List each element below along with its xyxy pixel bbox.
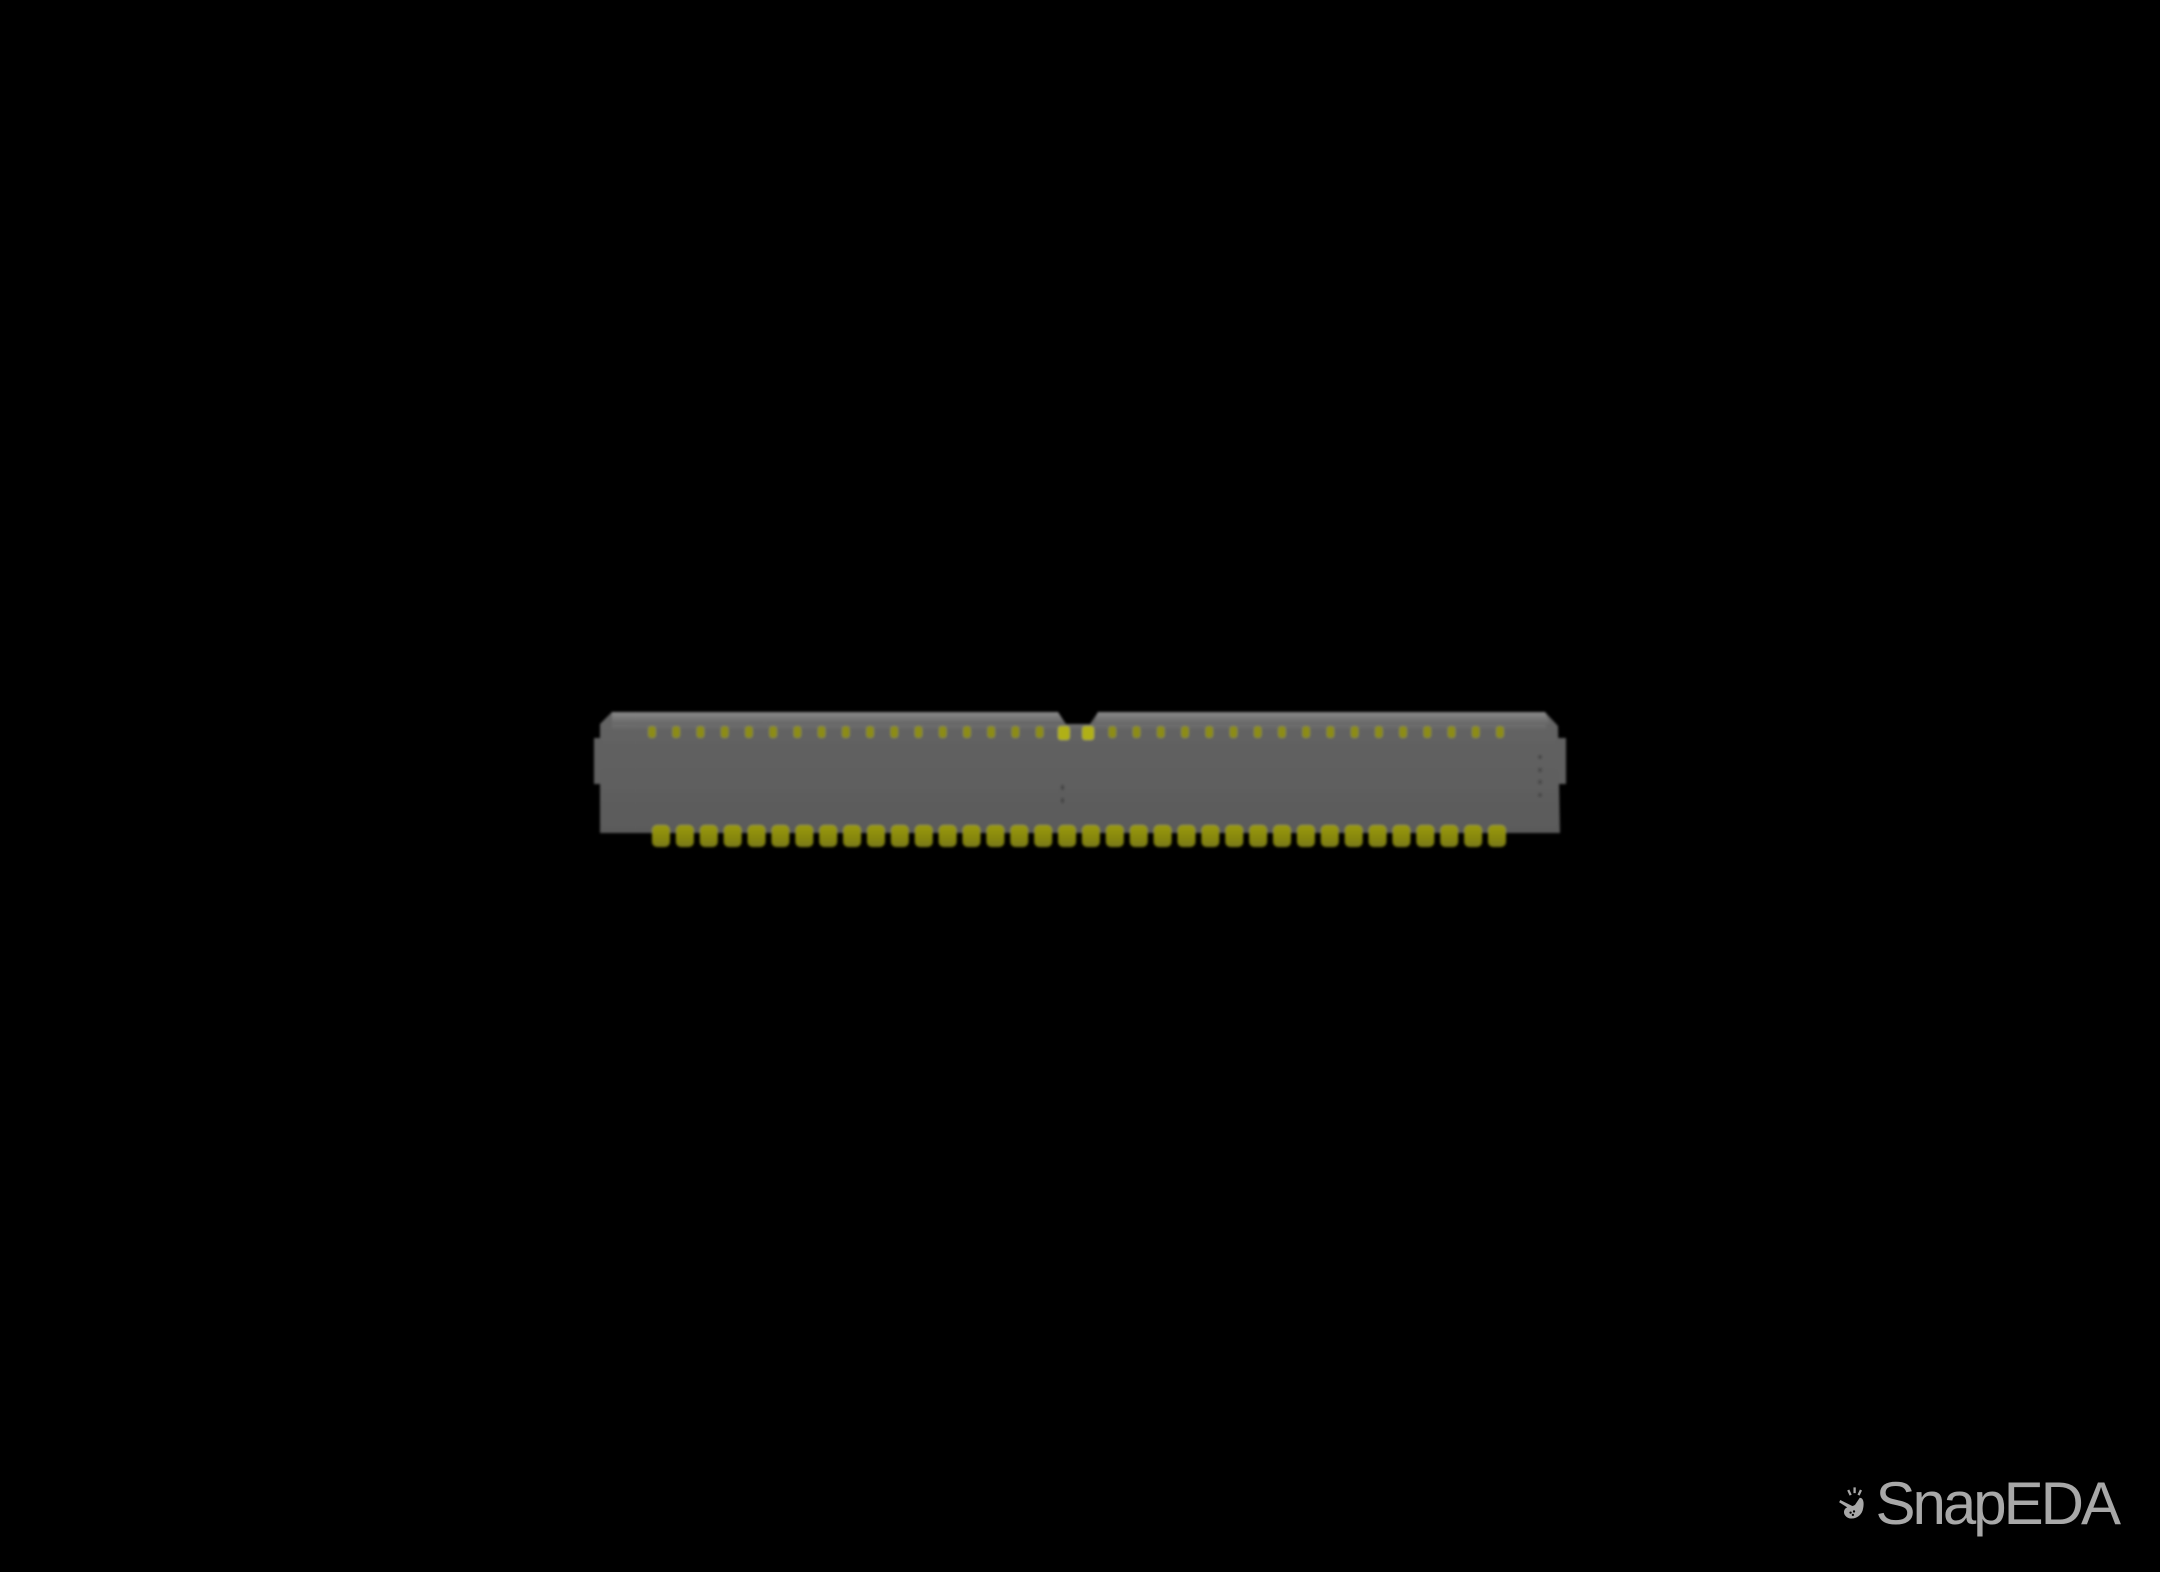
brand-name: SnapEDA bbox=[1875, 1470, 2121, 1537]
snapeda-logo: SnapEDA bbox=[1838, 1466, 2121, 1542]
snap-hand-icon bbox=[1839, 1487, 1864, 1519]
